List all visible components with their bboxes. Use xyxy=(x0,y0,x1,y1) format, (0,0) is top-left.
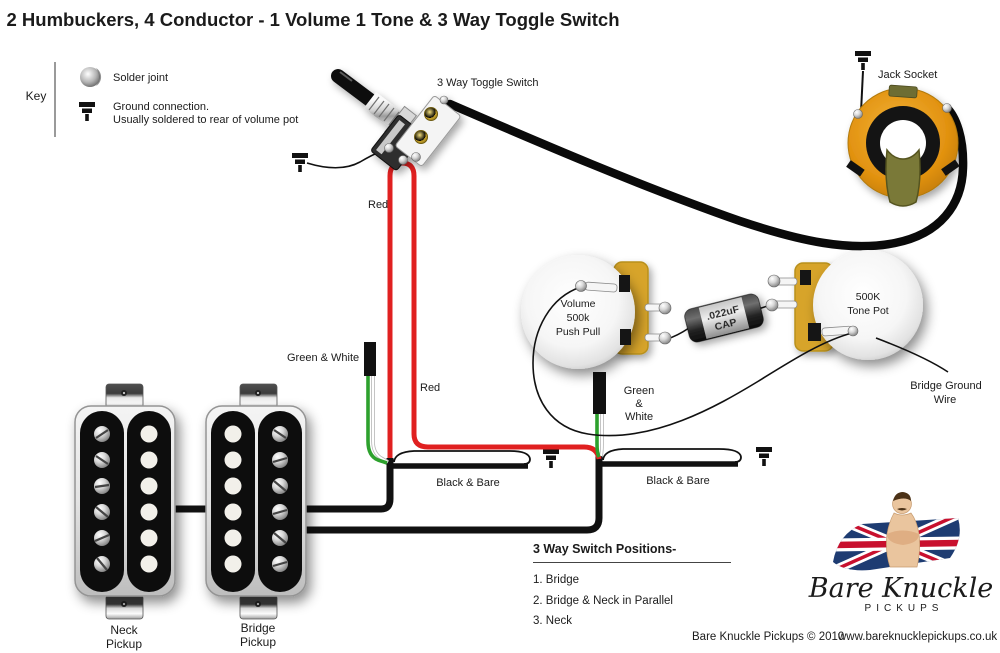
volume-pot-label-3: Push Pull xyxy=(556,326,600,338)
ground-icon xyxy=(79,102,95,121)
neck-screw-poles xyxy=(94,426,110,572)
neck-pickup-cable xyxy=(168,458,394,513)
green-white-right-label-2: & xyxy=(635,398,643,410)
black-bare-left xyxy=(389,449,559,469)
key-heading: Key xyxy=(26,89,47,103)
logo-name: Bare Knuckle xyxy=(808,573,993,604)
key-legend: Key Solder joint Ground connection. Usua… xyxy=(26,62,298,137)
black-bare-right-label: Black & Bare xyxy=(646,475,710,487)
green-white-left-label: Green & White xyxy=(287,352,359,364)
toggle-switch-label: 3 Way Toggle Switch xyxy=(437,77,539,89)
green-white-right-label-3: White xyxy=(625,411,653,423)
page-title: 2 Humbuckers, 4 Conductor - 1 Volume 1 T… xyxy=(7,9,620,30)
green-white-right-label-1: Green xyxy=(624,385,655,397)
neck-pickup-label-1: Neck xyxy=(110,623,138,637)
switch-positions-heading: 3 Way Switch Positions- xyxy=(533,542,676,556)
volume-pot-label-2: 500k xyxy=(567,312,591,324)
red-label-upper: Red xyxy=(368,199,388,211)
ground-label-2: Usually soldered to rear of volume pot xyxy=(113,114,298,126)
bridge-dome-poles xyxy=(224,425,242,573)
ground-label-1: Ground connection. xyxy=(113,101,209,113)
footer-website: www.bareknucklepickups.co.uk xyxy=(837,631,997,643)
volume-pot-label-1: Volume xyxy=(560,298,595,310)
boxer-figure xyxy=(886,492,921,568)
solder-joint-icon xyxy=(80,67,102,87)
bridge-pickup-label-2: Pickup xyxy=(240,635,276,649)
switch-position-3: 3. Neck xyxy=(533,615,572,627)
switch-position-1: 1. Bridge xyxy=(533,574,579,586)
switch-position-2: 2. Bridge & Neck in Parallel xyxy=(533,595,673,607)
switch-positions: 3 Way Switch Positions- 1. Bridge 2. Bri… xyxy=(533,542,731,627)
volume-to-tone-wire xyxy=(532,286,853,437)
jack-ground-wire xyxy=(860,70,864,113)
green-white-left xyxy=(364,342,389,465)
green-white-right xyxy=(593,372,606,458)
capacitor: .022uF CAP xyxy=(684,293,764,343)
bridge-ground-wire xyxy=(875,337,949,373)
neck-pickup-label-2: Pickup xyxy=(106,637,142,651)
capacitor-word: CAP xyxy=(713,316,737,333)
switch-to-jack-wire xyxy=(445,99,968,251)
bridge-screw-poles xyxy=(272,426,288,572)
jack-socket-label: Jack Socket xyxy=(878,69,937,81)
red-label-lower: Red xyxy=(420,382,440,394)
bridge-pickup xyxy=(205,383,307,620)
jack-clip xyxy=(885,148,921,207)
logo-subtitle: PICKUPS xyxy=(865,603,944,614)
pot-lugs xyxy=(575,274,859,345)
volume-pot: Volume 500k Push Pull xyxy=(521,255,665,369)
ground-icon xyxy=(756,447,772,466)
tone-pot-label-2: Tone Pot xyxy=(847,305,889,317)
bridge-ground-label-1: Bridge Ground xyxy=(910,380,982,392)
black-bare-right xyxy=(599,447,772,467)
bridge-pickup-cable xyxy=(302,455,603,534)
neck-pickup xyxy=(74,383,176,620)
toggle-switch xyxy=(331,69,461,171)
bridge-pickup-label-1: Bridge xyxy=(241,621,276,635)
ground-icon xyxy=(543,449,559,468)
ground-icon xyxy=(292,153,308,172)
jack-ground-icon xyxy=(855,51,871,70)
footer-copyright: Bare Knuckle Pickups © 2010 xyxy=(692,631,844,643)
tone-pot: 500K Tone Pot xyxy=(772,250,923,360)
black-bare-left-label: Black & Bare xyxy=(436,477,500,489)
tone-pot-label-1: 500K xyxy=(856,291,881,303)
solder-joint-label: Solder joint xyxy=(113,72,168,84)
bare-knuckle-logo: Bare Knuckle PICKUPS xyxy=(808,492,993,614)
bridge-ground-label-2: Wire xyxy=(934,394,957,406)
neck-dome-poles xyxy=(140,425,158,573)
jack-socket xyxy=(846,51,960,207)
